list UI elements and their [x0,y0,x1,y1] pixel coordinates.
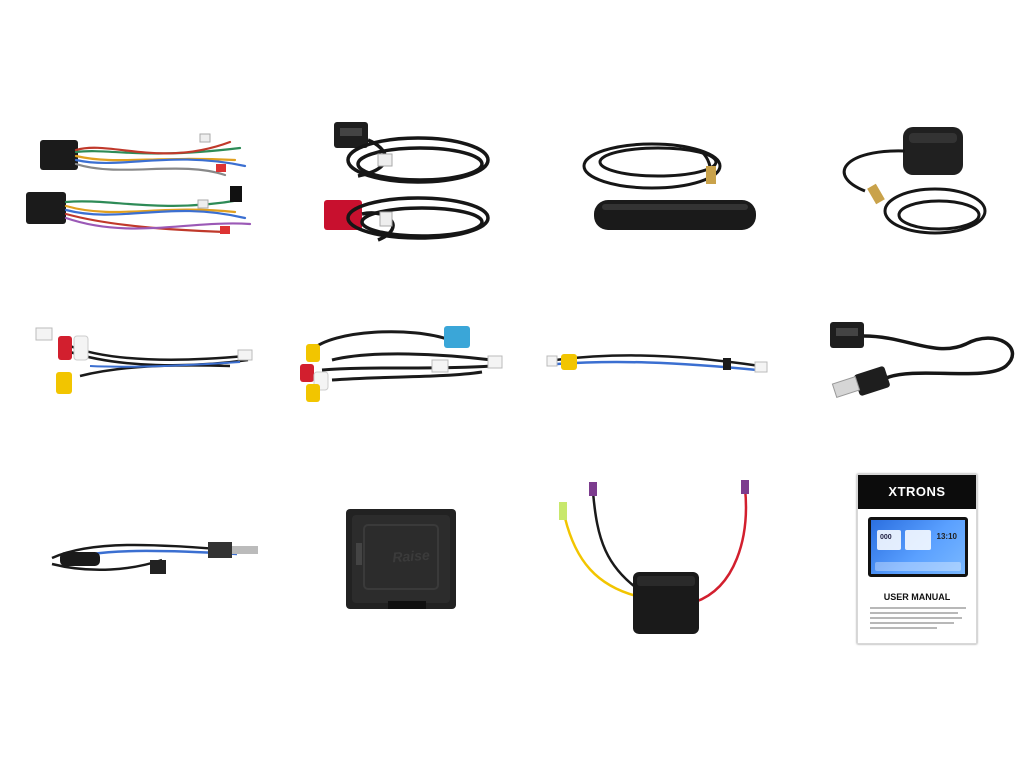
rca-audio-cable [30,322,260,402]
manual-screen-illustration: 13:10 000 [868,517,968,577]
manual-brand: XTRONS [858,475,976,509]
camera-cable [545,344,770,384]
wiring-harness-pair [20,120,260,255]
gps-antenna [825,125,995,245]
manual-title: USER MANUAL [883,592,951,602]
manual-screen-dock [875,562,961,571]
radio-antenna [582,132,762,242]
usb-extension-cable [826,318,1021,408]
canbus-decoder-box [344,505,458,613]
user-manual: XTRONS 13:10 000 USER MANUAL [857,474,977,644]
rca-multi-cable [292,320,507,405]
antenna-adapter-cable [32,530,267,580]
manual-body-text [870,607,966,632]
reverse-trigger-module [545,478,765,638]
manual-screen-value: 000 [880,534,892,541]
usb-cable-pair [318,118,498,248]
manual-screen-time: 13:10 [936,532,957,541]
